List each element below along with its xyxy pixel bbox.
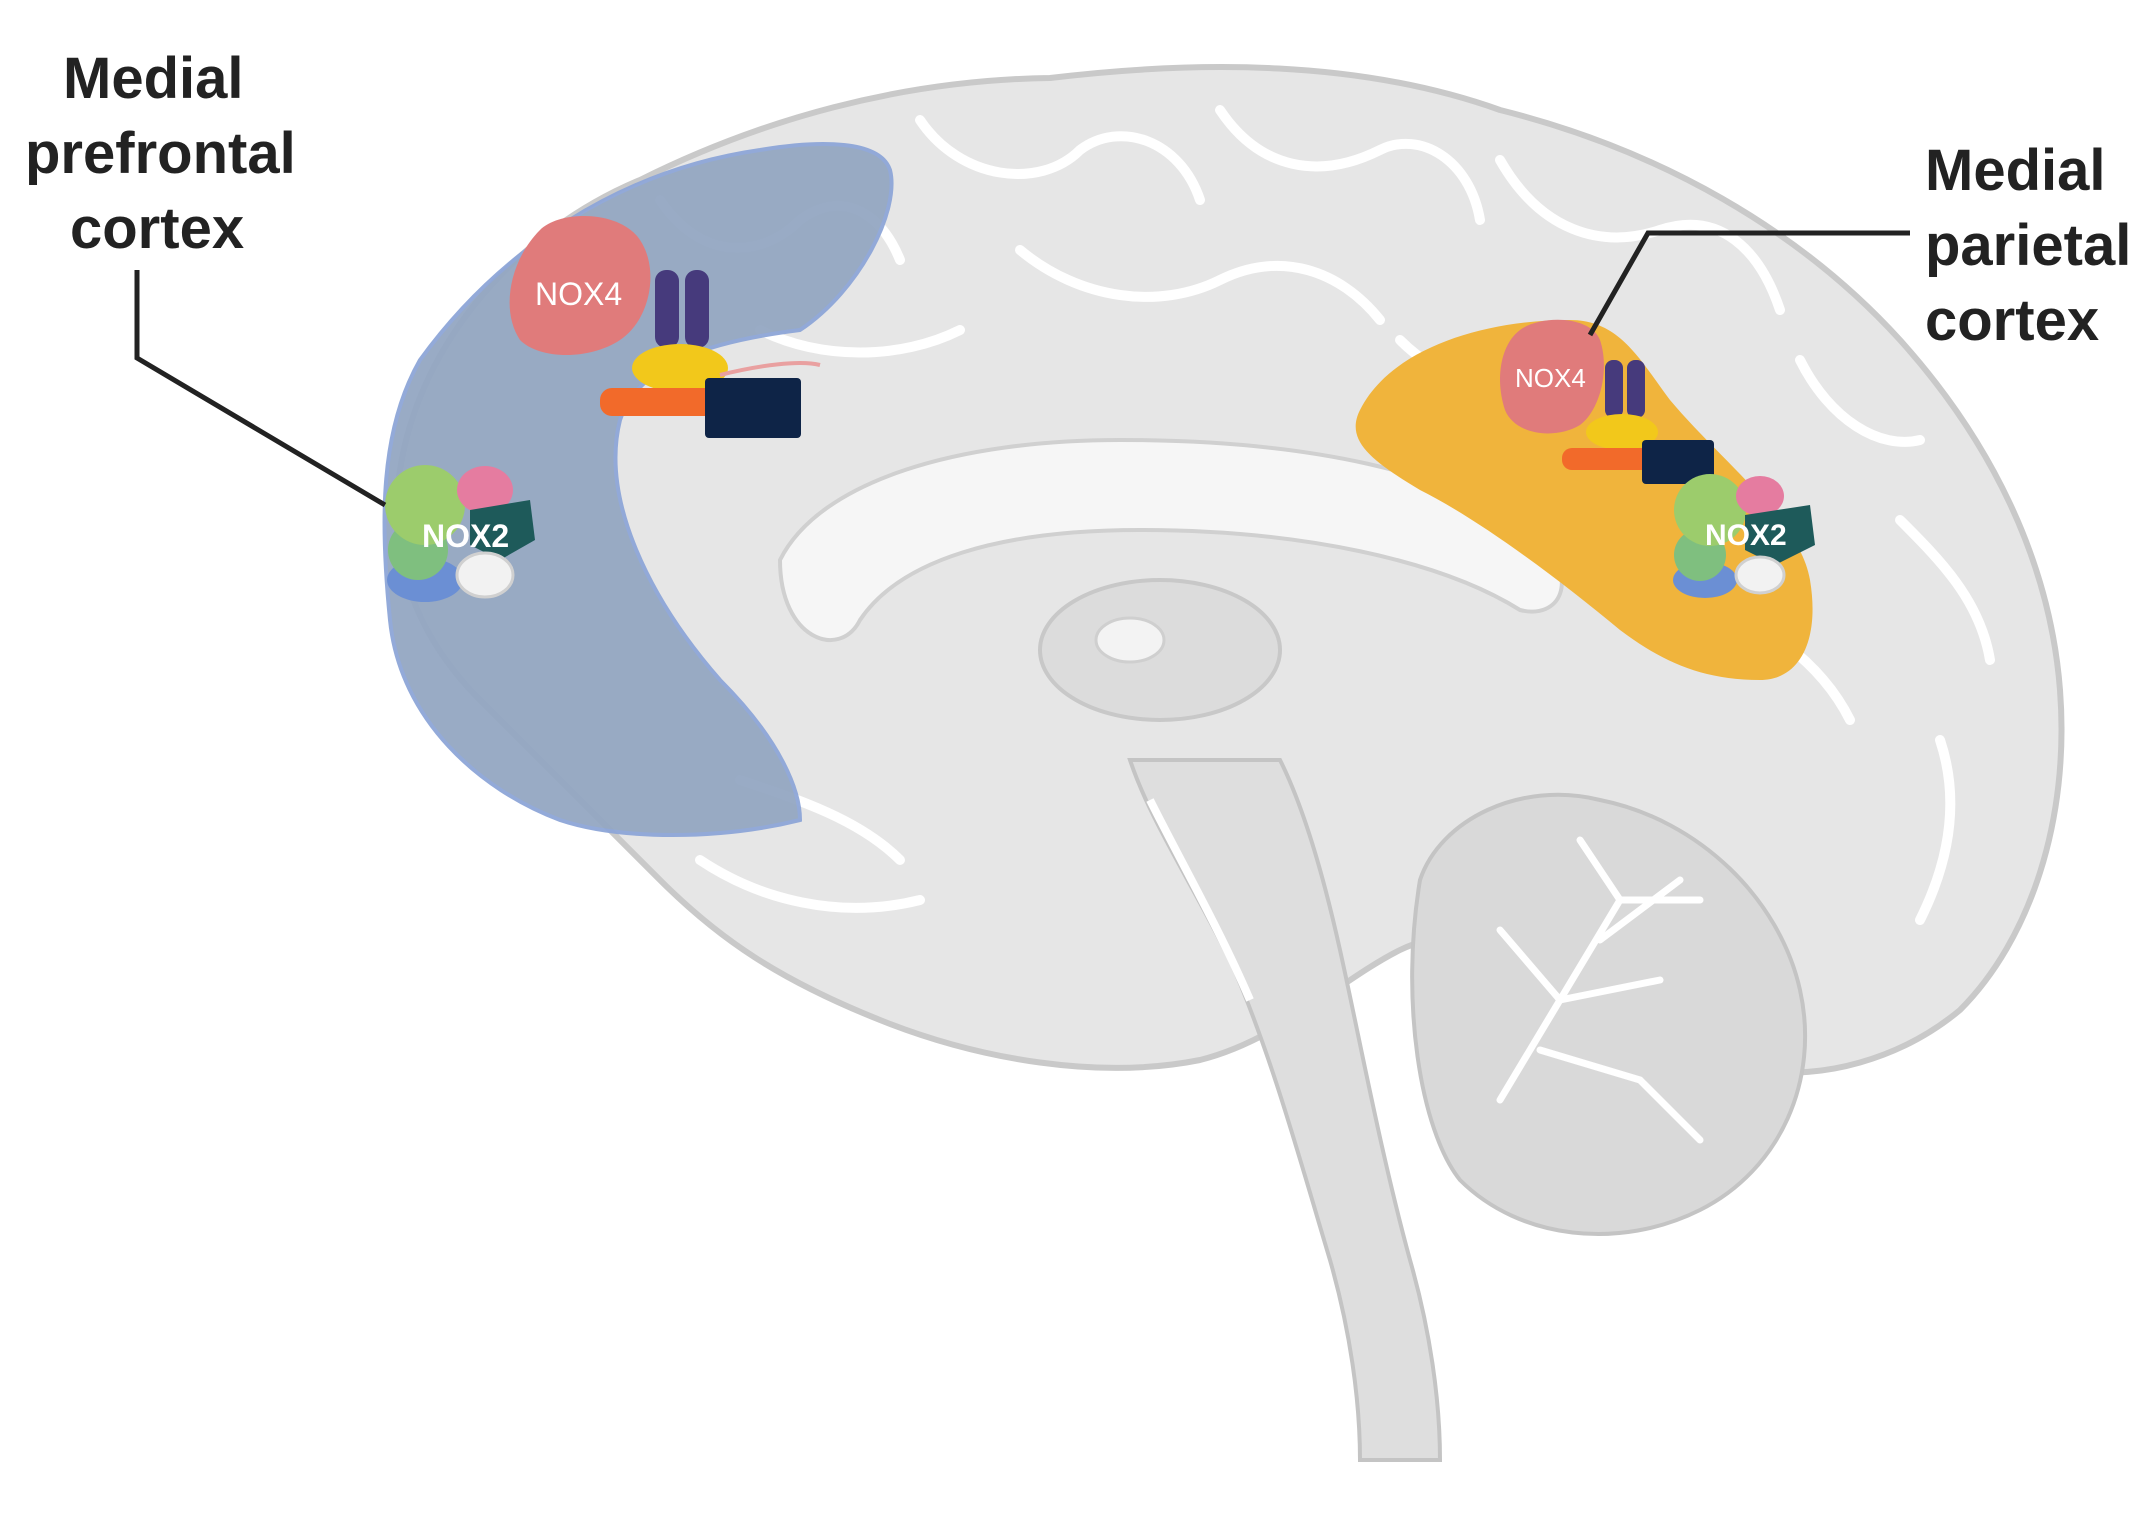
nox4-subunit [509,216,651,355]
nox4-complex-parietal: NOX4 [1500,319,1714,484]
mpfc-label-line3: cortex [70,196,244,261]
mpfc-label-line1: Medial [63,46,244,111]
nox4-label-parietal: NOX4 [1515,363,1586,393]
nox2-label-parietal: NOX2 [1705,519,1787,552]
mpc-label-line2: parietal [1925,213,2131,278]
p22-subunit-b [1627,360,1645,418]
flavo-subunit [632,344,728,392]
nox2-complex-prefrontal: NOX2 [385,465,535,602]
p22-subunit-b [685,270,709,348]
mpfc-label-line2: prefrontal [25,121,296,186]
nox4-label-prefrontal: NOX4 [535,276,622,312]
nox4-complex-prefrontal: NOX4 [509,216,821,438]
cerebellum [1410,792,1808,1236]
mpfc-leader-line [134,270,387,508]
navy-subunit [1642,440,1714,484]
p22-subunit-a [655,270,679,348]
p22-subunit-a [1605,360,1623,418]
orange-subunit [1562,448,1662,470]
mpc-label-line3: cortex [1925,288,2099,353]
nox4-subunit [1500,319,1604,434]
flavo-subunit [1586,414,1658,450]
arbor-vitae [1496,836,1704,1144]
navy-subunit [705,378,801,438]
orange-subunit [600,388,730,416]
mpc-leader-line [1587,230,1910,337]
nox2-complex-parietal: NOX2 [1673,474,1815,598]
corpus-callosum [777,437,1564,642]
mpc-label-line1: Medial [1925,138,2106,203]
nox2-label-prefrontal: NOX2 [422,518,509,554]
